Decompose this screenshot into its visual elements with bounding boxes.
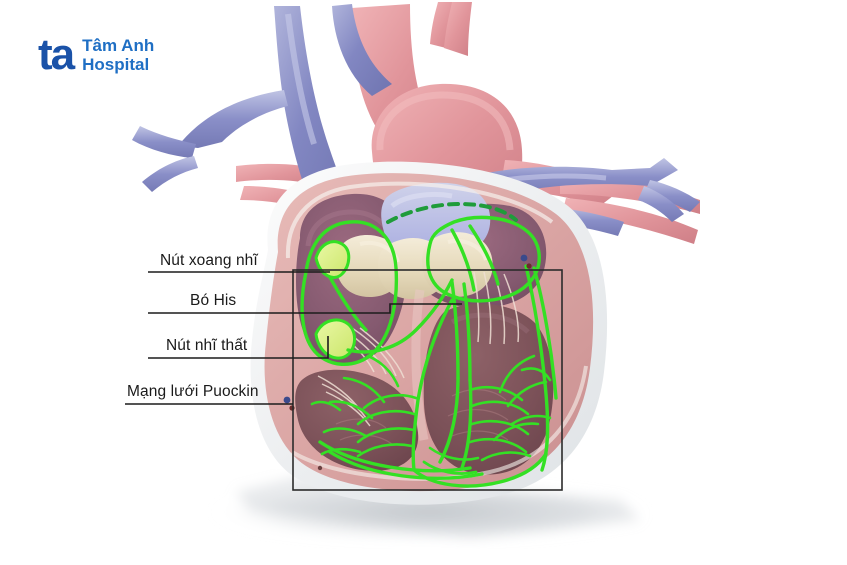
logo-line-1: Tâm Anh bbox=[82, 36, 155, 55]
hospital-logo: ta Tâm Anh Hospital bbox=[38, 30, 154, 79]
label-purkinje: Mạng lưới Puockin bbox=[127, 383, 259, 400]
internodal-dashed-tract bbox=[386, 201, 518, 224]
label-sa-node: Nút xoang nhĩ bbox=[160, 252, 258, 269]
leader-bundle-of-his bbox=[148, 303, 462, 314]
leader-lines bbox=[125, 271, 462, 405]
conduction-system bbox=[300, 215, 558, 488]
label-bundle-of-his: Bó His bbox=[190, 292, 237, 309]
right-bundle-lateral bbox=[524, 264, 558, 472]
purkinje-network-right bbox=[310, 354, 418, 458]
logo-mark-ta: ta bbox=[38, 30, 75, 79]
logo-wordmark: Tâm Anh Hospital bbox=[82, 36, 154, 74]
label-av-node: Nút nhĩ thất bbox=[166, 337, 248, 354]
sa-node bbox=[314, 240, 351, 279]
callout-box bbox=[292, 269, 563, 491]
leader-av-node bbox=[148, 336, 329, 359]
purkinje-network-left bbox=[468, 354, 552, 462]
logo-line-2: Hospital bbox=[82, 55, 150, 74]
